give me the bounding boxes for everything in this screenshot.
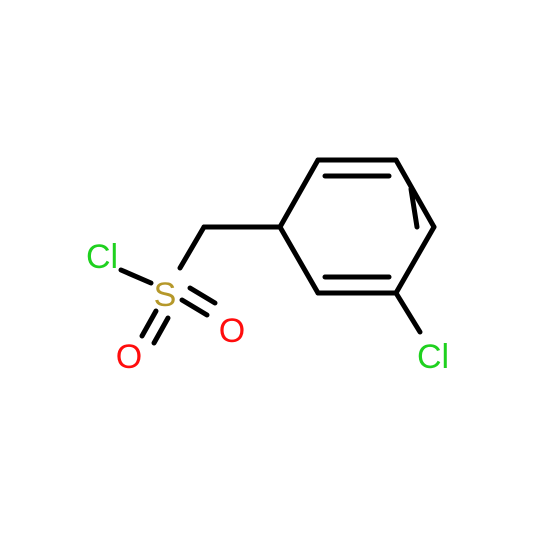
chlorine-atom-label: Cl	[86, 238, 118, 276]
ring-bond-lower-left	[277, 224, 321, 296]
methylene-to-sulfur-bond	[177, 224, 207, 271]
ring-inner-bond-right	[408, 186, 420, 230]
sulfur-atom-label: S	[154, 276, 177, 314]
oxygen-atom-label-right: O	[219, 312, 245, 350]
sulfur-oxygen-right-bond-b	[187, 285, 218, 306]
sulfur-oxygen-bottom-bond-b	[151, 315, 171, 346]
sulfur-oxygen-right-bond-a	[179, 297, 210, 318]
ring-bond-upper-right	[393, 157, 437, 230]
ring-bond-lower-right	[393, 224, 437, 296]
oxygen-atom-label-bottom: O	[116, 338, 142, 376]
sulfur-oxygen-bottom-bond-a	[139, 308, 159, 339]
ring-chlorine-atom-label: Cl	[417, 338, 449, 376]
sulfur-to-chlorine-bond	[118, 267, 154, 286]
ring-to-chlorine-bond	[393, 290, 423, 335]
ring-bond-upper-left	[277, 157, 321, 230]
